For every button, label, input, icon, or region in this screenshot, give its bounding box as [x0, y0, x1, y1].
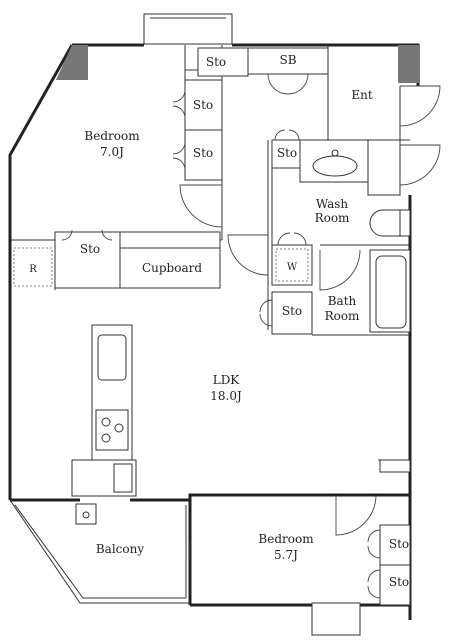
shoe-box — [247, 47, 329, 75]
bath-sto-door-2 — [259, 313, 273, 327]
cooktop — [95, 409, 129, 451]
wash-basin — [312, 155, 358, 177]
cupboard-top — [119, 231, 221, 249]
balcony-label: Balcony — [96, 542, 144, 556]
storage-door-1 — [61, 229, 73, 241]
burner-2 — [114, 423, 124, 433]
entrance-side-door — [399, 144, 441, 186]
toilet — [369, 209, 401, 237]
wash-label-2: Room — [315, 211, 350, 225]
shoe-box-label: SB — [279, 53, 296, 67]
bath-door — [319, 249, 361, 291]
balcony-sink-drain — [82, 511, 90, 519]
labels: Bedroom 7.0J LDK 18.0J Bedroom 5.7J Balc… — [29, 53, 409, 589]
west-wall — [8, 44, 74, 500]
sto-bed2-2-label: Sto — [389, 575, 409, 589]
toilet-tank — [399, 209, 411, 237]
hall-sto-door-1 — [274, 129, 286, 141]
ldk-label: LDK — [213, 373, 241, 387]
wash-faucet — [331, 149, 339, 157]
balcony-railing — [9, 499, 190, 604]
bath-label-1: Bath — [328, 294, 357, 308]
entrance-door — [399, 85, 441, 127]
washer-door-1 — [277, 232, 291, 246]
closet-door-2 — [172, 105, 186, 119]
balcony — [9, 499, 190, 604]
sb-door-1 — [267, 73, 289, 95]
bedroom-second-label: Bedroom — [258, 532, 314, 546]
refrigerator-space — [13, 247, 53, 287]
bedroom-second-size: 5.7J — [274, 548, 298, 562]
bedroom2-entry-door — [335, 494, 377, 536]
top-closet — [197, 47, 249, 77]
ldk-size: 18.0J — [210, 389, 242, 403]
bedroom-main-size: 7.0J — [100, 145, 124, 159]
kitchen — [71, 324, 137, 497]
closet-door-3 — [172, 141, 186, 155]
refrigerator-label: R — [29, 264, 37, 275]
bathtub — [375, 255, 407, 329]
washer-door-2 — [293, 232, 307, 246]
balcony-railing-inner — [14, 504, 186, 599]
entrance-label: Ent — [351, 88, 372, 102]
bedroom-main-label: Bedroom — [84, 129, 140, 143]
sto-bed2-1-label: Sto — [389, 537, 409, 551]
bedroom2-shelf — [379, 459, 411, 473]
corridor-door — [227, 234, 269, 276]
sto-left-label: Sto — [80, 242, 100, 256]
bedroom2-window-bay — [311, 602, 361, 636]
left-storage — [54, 231, 121, 289]
corner-column-right — [398, 45, 420, 83]
cupboard-label: Cupboard — [142, 261, 202, 275]
sb-door-2 — [287, 73, 309, 95]
bath-label-2: Room — [325, 309, 360, 323]
bedroom2-closet-door-1 — [367, 529, 381, 543]
bedroom-main-walls — [10, 45, 249, 241]
wash-label-1: Wash — [316, 197, 349, 211]
hall-sto-door-2 — [288, 129, 300, 141]
burner-3 — [101, 433, 111, 443]
burner-1 — [101, 417, 111, 427]
bath-storage — [271, 291, 313, 335]
sto-bed-1-label: Sto — [193, 98, 213, 112]
kitchen-cabinet — [113, 463, 133, 493]
closet-door-4 — [172, 157, 186, 171]
bedroom-entry-door — [179, 184, 223, 228]
sto-bed-2-label: Sto — [193, 146, 213, 160]
closet-door-1 — [172, 89, 186, 103]
corner-column-left — [56, 45, 88, 80]
sto-hall-label: Sto — [277, 146, 297, 160]
sto-bath-label: Sto — [282, 304, 302, 318]
bedroom2-closet-door-3 — [367, 569, 381, 583]
sto-top-label: Sto — [206, 55, 226, 69]
cupboard — [119, 247, 221, 289]
bath-sto-door-1 — [259, 299, 273, 313]
wash-room — [271, 139, 411, 291]
bath-room — [227, 234, 411, 336]
top-window-bay — [143, 13, 233, 45]
washer-outline — [275, 248, 309, 282]
bedroom2-closet-door-2 — [367, 545, 381, 559]
wash-cabinet — [367, 139, 401, 196]
bedroom2-closet-door-4 — [367, 585, 381, 599]
kitchen-sink — [97, 334, 127, 381]
cupboard-area — [13, 229, 221, 290]
washer-space — [271, 244, 313, 286]
bedroom-second — [189, 459, 411, 636]
bedroom2-south-wall — [188, 493, 410, 605]
storage-door-2 — [101, 229, 113, 241]
washer-label: W — [287, 262, 298, 273]
